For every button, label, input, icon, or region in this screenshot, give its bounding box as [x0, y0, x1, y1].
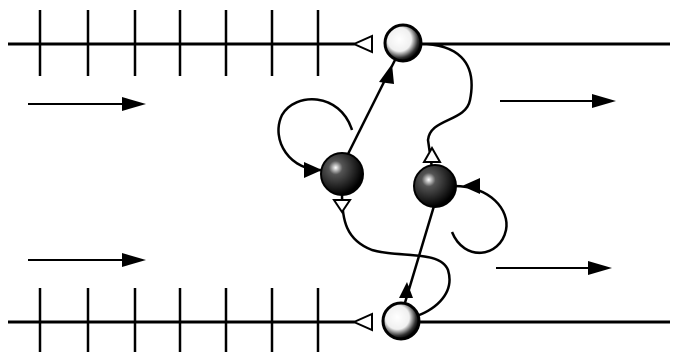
filled-arrowhead-left-loop	[304, 162, 322, 178]
bottom-anchor-ball	[383, 303, 419, 339]
flow-arrow-upper-left	[28, 97, 146, 111]
loop-right-inner	[452, 186, 507, 253]
left-inner-ball	[321, 153, 363, 195]
flow-arrows	[28, 94, 616, 275]
top-track	[8, 10, 670, 76]
bottom-open-arrowhead	[354, 314, 372, 330]
flow-arrow-upper-right	[500, 94, 616, 108]
flow-arrow-lower-left	[28, 253, 146, 267]
connectors	[278, 44, 506, 316]
right-inner-ball	[414, 165, 456, 207]
flow-arrow-lower-right	[496, 261, 612, 275]
connector-top-to-right	[420, 44, 472, 168]
open-arrowhead-left-inner	[334, 200, 350, 212]
bottom-track	[8, 288, 670, 352]
top-anchor-ball	[385, 25, 421, 61]
filled-arrowhead-top	[379, 64, 394, 84]
open-arrowhead-right-inner	[424, 148, 440, 162]
top-open-arrowhead	[354, 36, 372, 52]
filled-arrowhead-right-loop	[462, 178, 480, 194]
